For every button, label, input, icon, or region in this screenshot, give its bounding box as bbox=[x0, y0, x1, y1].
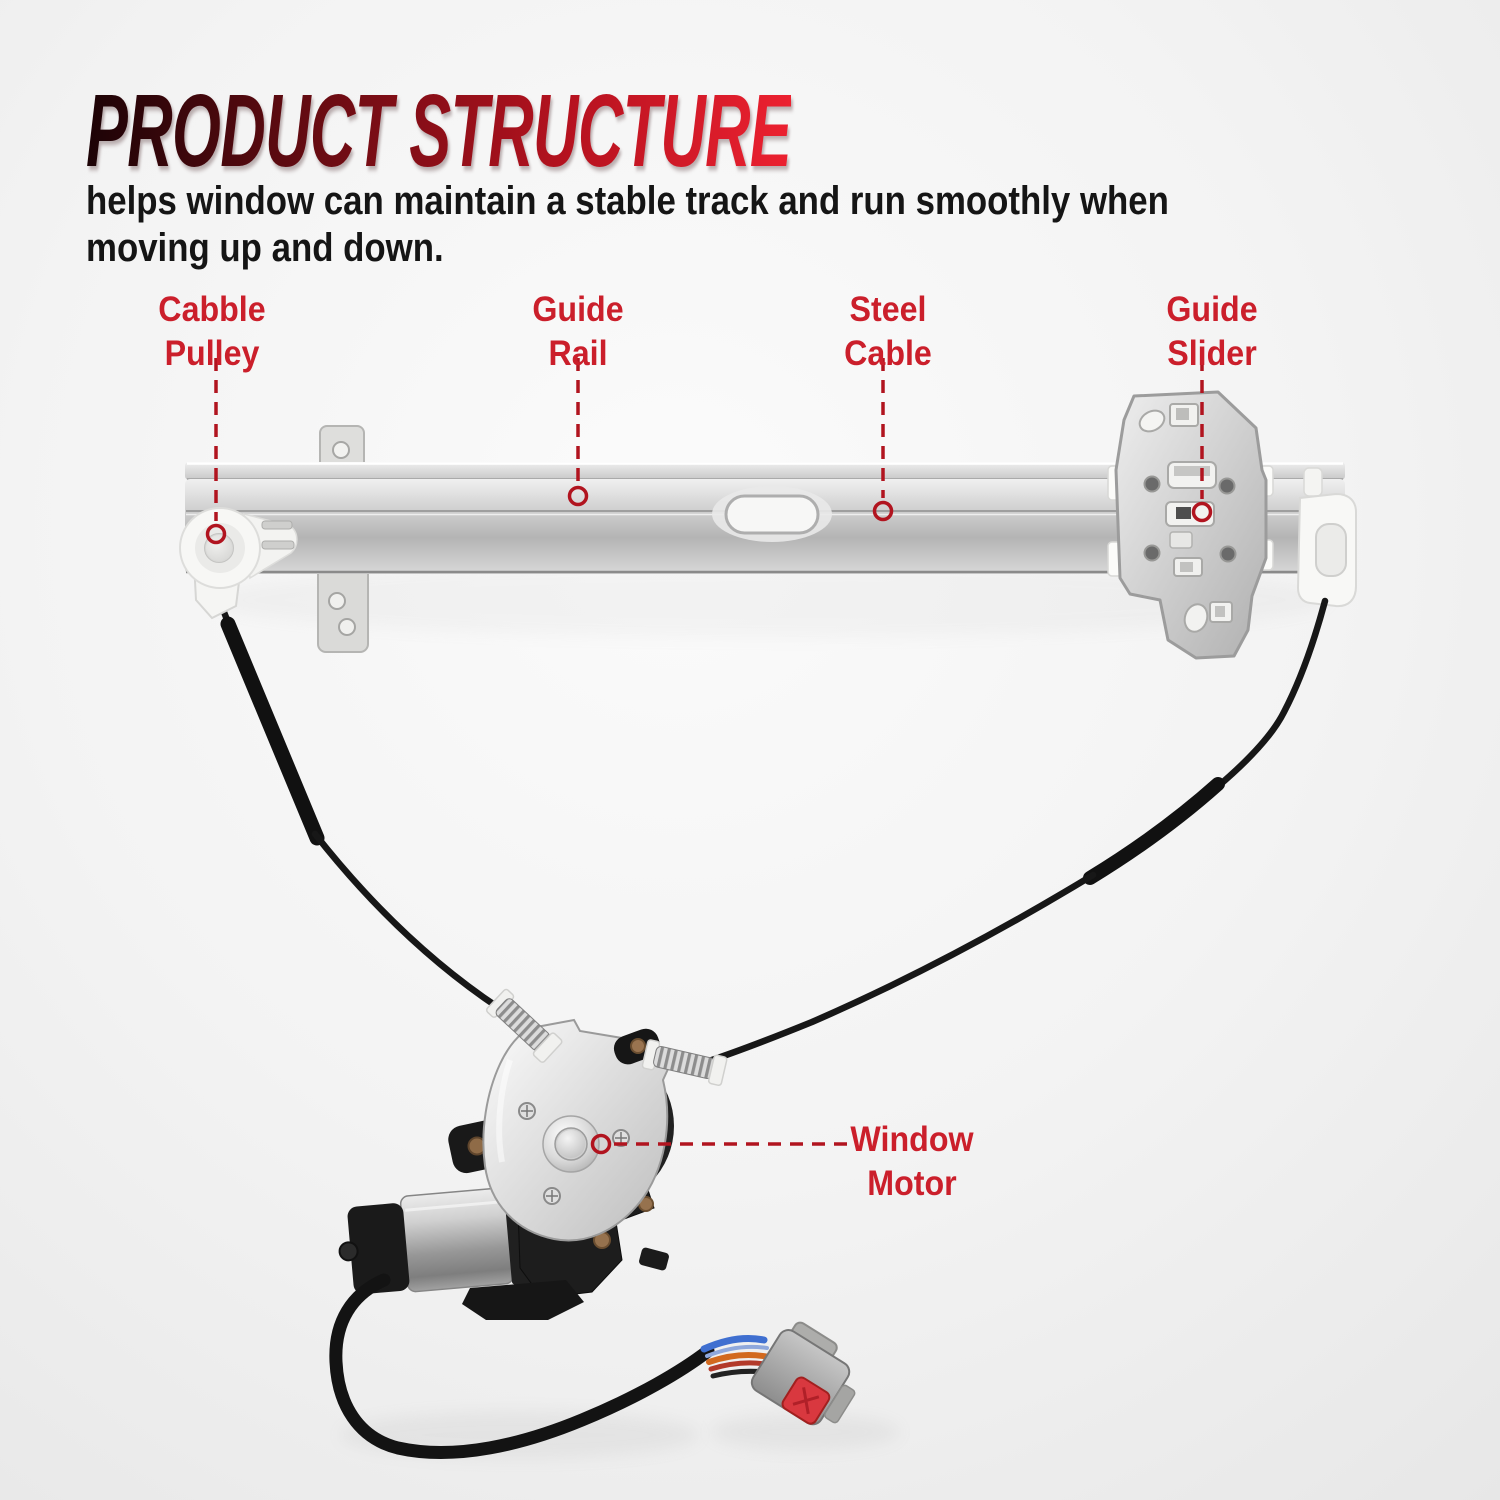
page-subtitle: helps window can maintain a stable track… bbox=[86, 178, 1169, 272]
page-title: PRODUCT STRUCTURE bbox=[86, 73, 792, 188]
subtitle-line-1: helps window can maintain a stable track… bbox=[86, 179, 1169, 223]
cable-spring-left bbox=[485, 988, 563, 1063]
motor-pointer-dot bbox=[590, 1133, 612, 1155]
part-label-line: Cabble bbox=[158, 290, 266, 329]
part-label-line: Rail bbox=[548, 334, 608, 374]
cable-spring-right bbox=[641, 1039, 728, 1087]
part-label-guide-rail: Guide Rail bbox=[468, 288, 689, 376]
part-label-line: Motor bbox=[867, 1164, 957, 1204]
wiring-harness bbox=[329, 1273, 856, 1459]
part-label-line: Slider bbox=[1167, 334, 1257, 374]
rail-end-cap bbox=[1296, 467, 1357, 608]
cable-pointer-dot bbox=[872, 500, 894, 522]
soft-shadows bbox=[210, 562, 1330, 1459]
leader-lines bbox=[205, 358, 1213, 1155]
part-label-line: Guide bbox=[532, 290, 624, 329]
part-label-line: Cable bbox=[844, 334, 932, 374]
steel-cable-right bbox=[702, 597, 1329, 1066]
part-label-guide-slider: Guide Slider bbox=[1102, 288, 1323, 376]
pulley-pointer-dot bbox=[205, 523, 227, 545]
rail-slot bbox=[724, 494, 820, 535]
slider-pointer-dot bbox=[1191, 501, 1213, 523]
window-motor bbox=[338, 988, 728, 1320]
connector-wires bbox=[700, 1334, 776, 1379]
guide-slider-plate bbox=[1107, 390, 1274, 660]
cable-pulley bbox=[179, 507, 298, 620]
part-label-steel-cable: Steel Cable bbox=[778, 288, 999, 376]
part-label-window-motor: Window Motor bbox=[806, 1118, 1018, 1206]
part-label-cable-pulley: Cabble Pulley bbox=[102, 288, 323, 376]
harness-connector bbox=[750, 1321, 856, 1426]
part-label-line: Pulley bbox=[164, 334, 260, 374]
guide-rail bbox=[185, 462, 1345, 574]
part-label-line: Guide bbox=[1166, 290, 1258, 329]
part-label-line: Steel bbox=[849, 290, 927, 329]
rail-pointer-dot bbox=[567, 485, 589, 507]
part-label-line: Window bbox=[850, 1120, 974, 1159]
subtitle-line-2: moving up and down. bbox=[86, 225, 444, 270]
